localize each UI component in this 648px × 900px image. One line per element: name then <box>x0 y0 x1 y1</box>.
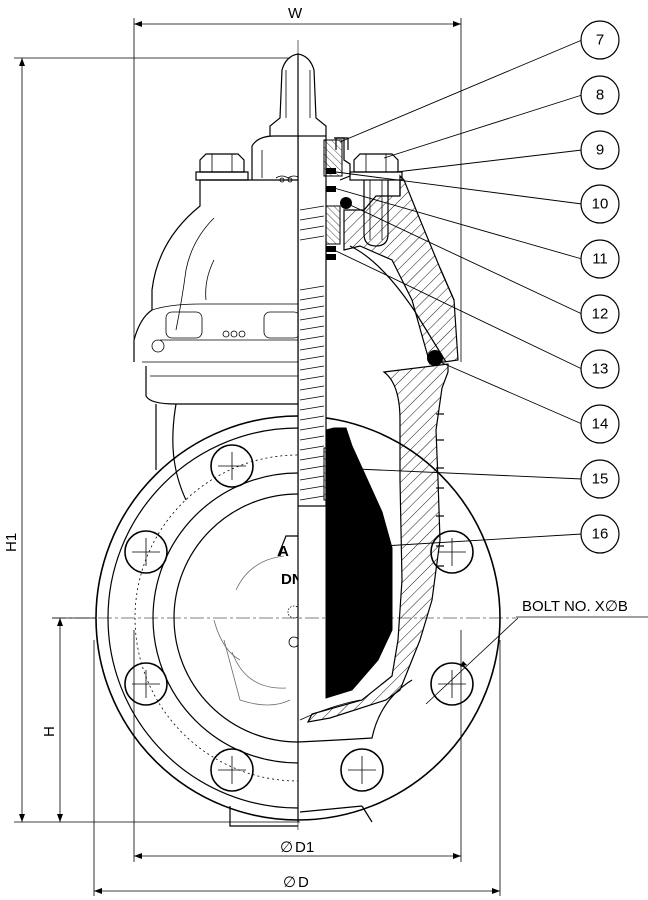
svg-text:11: 11 <box>592 251 608 268</box>
dim-width-label: W <box>288 5 303 22</box>
callout-8: 8 <box>580 75 620 115</box>
dim-bolt-circle-label: D1 <box>295 839 314 856</box>
callout-9: 9 <box>580 130 620 170</box>
bonnet-bolt-right <box>353 153 399 173</box>
bolt-holes-right <box>340 530 474 792</box>
callout-11: 11 <box>580 239 620 279</box>
dn-mark: DN <box>281 571 303 588</box>
wedge <box>329 439 387 689</box>
dim-flange-diameter-symbol: ∅ <box>283 874 296 891</box>
dim-flange-diameter-label: D <box>298 874 309 891</box>
stem <box>298 135 327 507</box>
o-ring-14 <box>427 350 443 366</box>
svg-text:12: 12 <box>592 306 609 323</box>
flange-outer <box>95 415 298 821</box>
dim-total-height-label: H1 <box>3 533 20 552</box>
callout-leaders <box>333 39 583 549</box>
callout-14: 14 <box>580 404 620 444</box>
bolt-note-label: BOLT NO. X∅B <box>522 598 628 615</box>
valve-exterior-half: A DN <box>95 53 303 827</box>
operating-nut <box>269 53 298 136</box>
centerlines <box>52 40 516 830</box>
valve-section-half <box>298 53 501 823</box>
body-marking: A DN <box>277 535 303 648</box>
callout-10: 10 <box>580 184 620 224</box>
bonnet <box>133 179 298 362</box>
dim-center-height-label: H <box>41 726 58 737</box>
svg-text:8: 8 <box>596 87 604 104</box>
bore <box>173 493 298 743</box>
callout-bubbles: 7 8 9 10 11 12 13 14 15 16 <box>580 20 620 554</box>
dimension-lines <box>14 18 501 896</box>
dim-bolt-circle-symbol: ∅ <box>280 839 293 856</box>
callout-13: 13 <box>580 349 620 389</box>
svg-text:15: 15 <box>592 471 609 488</box>
callout-15: 15 <box>580 459 620 499</box>
body-section <box>306 363 449 723</box>
svg-text:10: 10 <box>592 196 609 213</box>
svg-text:7: 7 <box>596 32 604 49</box>
logo-letter: A <box>278 543 289 560</box>
callout-12: 12 <box>580 294 620 334</box>
svg-text:16: 16 <box>592 526 609 543</box>
callout-16: 16 <box>580 514 620 554</box>
svg-text:14: 14 <box>592 416 609 433</box>
flange-raised-face <box>152 472 298 764</box>
callout-7: 7 <box>580 20 620 60</box>
bolt-holes-left <box>124 444 254 792</box>
bonnet-bolt-left <box>199 153 245 173</box>
svg-text:13: 13 <box>592 361 609 378</box>
svg-text:9: 9 <box>596 142 604 159</box>
